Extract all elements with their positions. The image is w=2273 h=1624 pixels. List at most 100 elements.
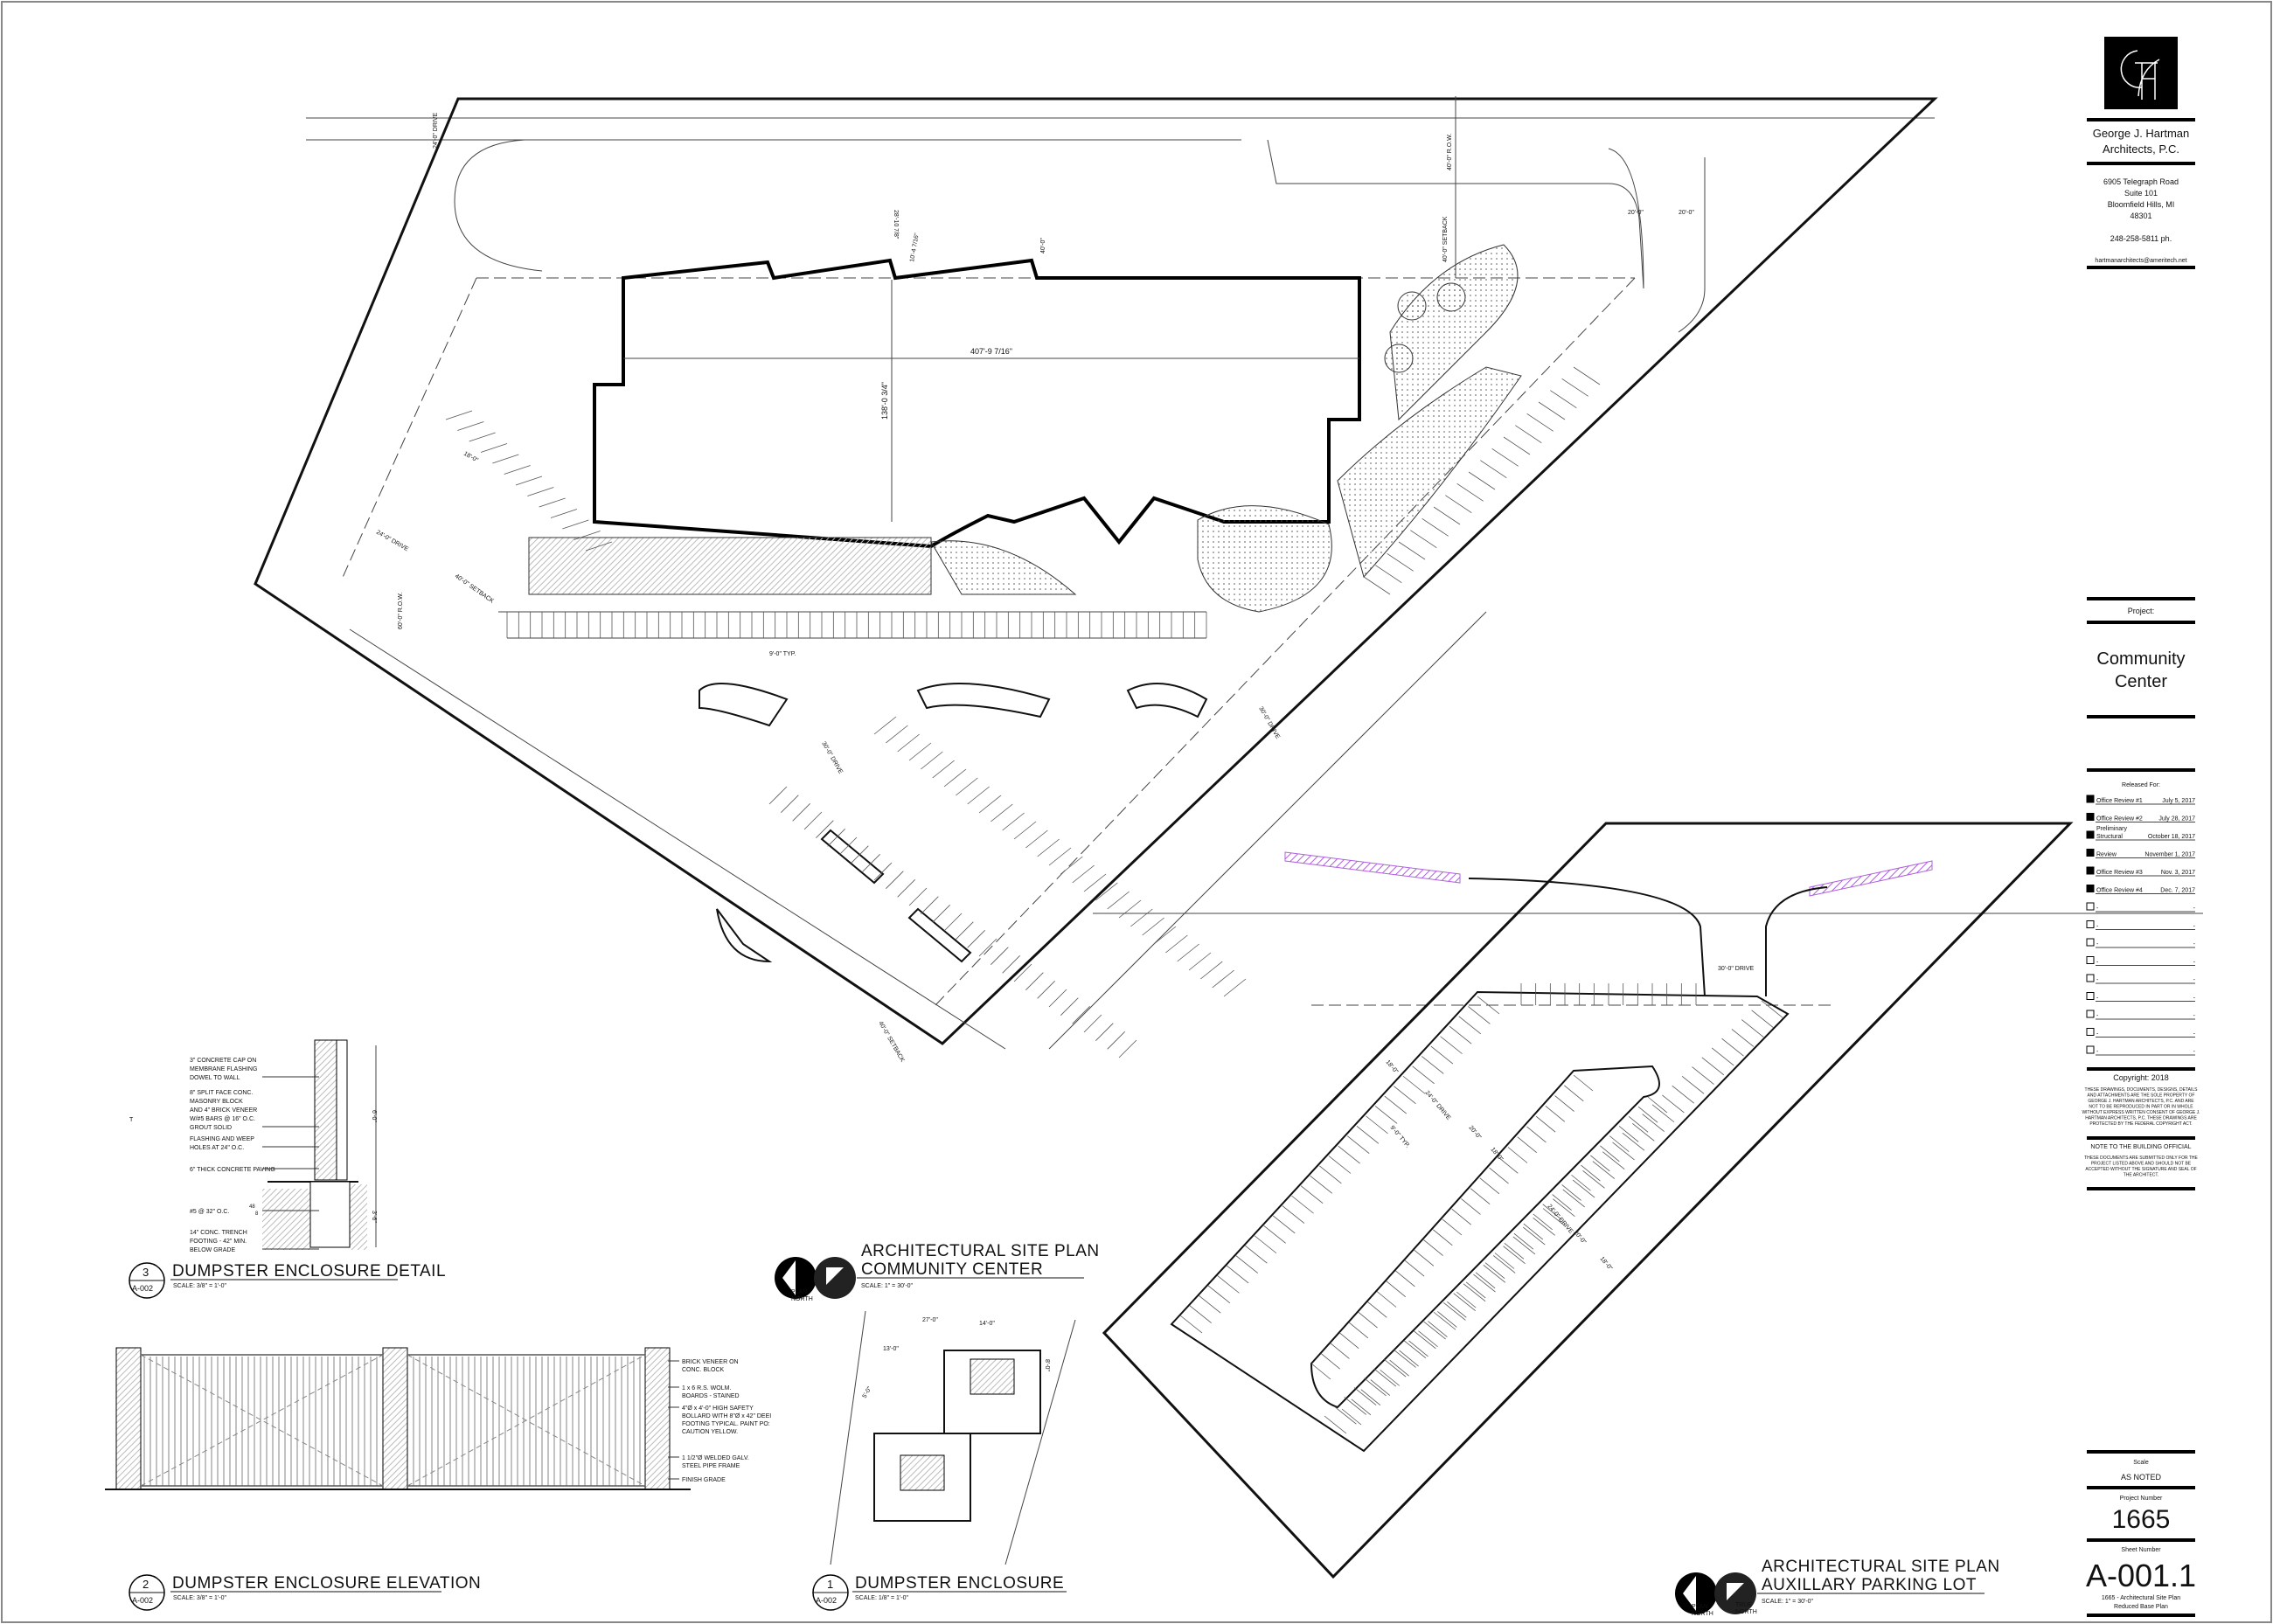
- release-row: --: [2086, 992, 2196, 1002]
- stall-line: [1572, 1179, 1595, 1198]
- stall-line: [1453, 1293, 1476, 1311]
- stall-line: [991, 947, 1009, 965]
- stall-line: [1582, 1170, 1605, 1189]
- stall-line: [1319, 1165, 1342, 1184]
- note-text: PROJECT LISTED ABOVE AND SHOULD NOT BE: [2091, 1162, 2192, 1167]
- stall-line: [1515, 425, 1542, 443]
- note-text: THE ARCHITECT.: [2124, 1173, 2159, 1178]
- drawing-scale: SCALE: 1" = 30'-0": [1762, 1599, 1814, 1605]
- release-name: Review: [2096, 852, 2117, 858]
- stall-line: [1107, 1031, 1125, 1050]
- detail-note: W/#5 BARS @ 16" O.C.: [190, 1116, 255, 1122]
- stall-line: [480, 443, 508, 453]
- drawing-scale: SCALE: 1/8" = 1'-0": [855, 1595, 908, 1601]
- stall-line: [932, 905, 950, 923]
- stall-line: [1637, 1106, 1658, 1123]
- stall-line: [1562, 1189, 1585, 1208]
- address-line: Bloomfield Hills, MI: [2108, 200, 2175, 209]
- release-date: -: [2193, 941, 2196, 947]
- release-checkbox: [2086, 866, 2095, 875]
- stall-line: [908, 742, 932, 761]
- stall-line: [1002, 955, 1020, 974]
- stall-line: [1622, 1132, 1645, 1151]
- stall-line: [1118, 1039, 1137, 1058]
- stall-line: [1421, 518, 1449, 537]
- release-row: --: [2086, 1045, 2196, 1056]
- stall-line: [1048, 847, 1072, 866]
- firm-name: Architects, P.C.: [2103, 142, 2179, 156]
- stall-line: [1347, 1135, 1370, 1154]
- stall-line: [838, 836, 858, 856]
- stall-line: [1387, 553, 1414, 572]
- stall-line: [1473, 1274, 1496, 1293]
- copyright-text: PROTECTED BY THE FEDERAL COPYRIGHT ACT.: [2089, 1121, 2192, 1127]
- release-name: Office Review #1: [2096, 798, 2143, 804]
- stall-line: [1107, 891, 1130, 910]
- stall-line: [1483, 1264, 1506, 1283]
- stall-line: [1433, 506, 1461, 525]
- stall-line: [1025, 972, 1044, 990]
- stall-line: [1494, 1253, 1515, 1269]
- stall-line: [1662, 1094, 1685, 1114]
- stall-line: [1451, 1208, 1471, 1225]
- release-date: -: [2193, 1013, 2196, 1019]
- dim-label: 9'-0" TYP.: [769, 651, 796, 657]
- stall-line: [1095, 1023, 1114, 1041]
- stall-line: [1373, 1368, 1397, 1387]
- stall-line: [1414, 1250, 1435, 1267]
- stall-line: [967, 786, 990, 805]
- stall-line: [1398, 541, 1426, 560]
- release-date: November 1, 2017: [2144, 852, 2195, 858]
- dim-label: 20'-0": [1679, 210, 1694, 216]
- stall-line: [515, 475, 543, 486]
- stall-line: [1177, 943, 1199, 962]
- stall-line: [1503, 436, 1531, 455]
- stall-line: [1533, 1213, 1554, 1231]
- stall-line: [1375, 565, 1402, 583]
- stall-line: [1037, 838, 1060, 857]
- release-date: Dec. 7, 2017: [2160, 888, 2195, 894]
- stall-line: [1142, 917, 1164, 936]
- dim-label: 24'-0" DRIVE: [375, 530, 409, 553]
- copyright-text: HARTMAN ARCHITECTS, P.C. THESE DRAWINGS …: [2085, 1116, 2197, 1121]
- scale-value: AS NOTED: [2121, 1473, 2162, 1482]
- release-row: --: [2086, 1010, 2196, 1020]
- drawing-title: DUMPSTER ENCLOSURE DETAIL: [172, 1262, 446, 1280]
- stall-line: [1504, 1243, 1525, 1260]
- stall-line: [1550, 390, 1577, 408]
- release-row: --: [2086, 938, 2196, 948]
- stray-mark: T: [129, 1117, 134, 1123]
- release-row: Review November 1, 2017: [2086, 849, 2195, 858]
- stall-line: [1013, 821, 1037, 840]
- drawing-scale: SCALE: 1" = 30'-0": [861, 1283, 914, 1289]
- dimension: 6'-0": [371, 1110, 377, 1122]
- release-checkbox: [2086, 830, 2095, 839]
- detail-note: 4"Ø x 4'-0" HIGH SAFETY: [682, 1405, 754, 1412]
- dimension: 8'-0": [1044, 1359, 1050, 1371]
- release-checkbox: [2086, 938, 2095, 947]
- stall-line: [1189, 1305, 1212, 1323]
- stall-line: [1535, 1115, 1556, 1133]
- drawing-title: AUXILLARY PARKING LOT: [1762, 1576, 1977, 1594]
- stall-line: [457, 421, 484, 431]
- release-name: -: [2096, 960, 2099, 966]
- stall-line: [1651, 1104, 1675, 1123]
- stall-line: [1188, 952, 1212, 971]
- firm-logo: [2104, 37, 2178, 109]
- dim-label: 60'-0" R.O.W.: [398, 593, 404, 629]
- stall-line: [1282, 1205, 1305, 1224]
- stall-line: [1447, 1301, 1467, 1318]
- release-date: July 28, 2017: [2158, 816, 2195, 822]
- release-row: --: [2086, 974, 2196, 984]
- stall-line: [1118, 899, 1142, 919]
- detail-note: 8" SPLIT FACE CONC.: [190, 1090, 253, 1096]
- dim-label: 40'-0" SETBACK: [454, 573, 495, 605]
- detail-note: MASONRY BLOCK: [190, 1099, 243, 1105]
- release-row: --: [2086, 1028, 2196, 1038]
- dim-label: 24'-0" DRIVE: [1423, 1090, 1451, 1121]
- stall-line: [1468, 471, 1496, 490]
- stall-line: [1445, 495, 1472, 513]
- stall-line: [1701, 1057, 1725, 1076]
